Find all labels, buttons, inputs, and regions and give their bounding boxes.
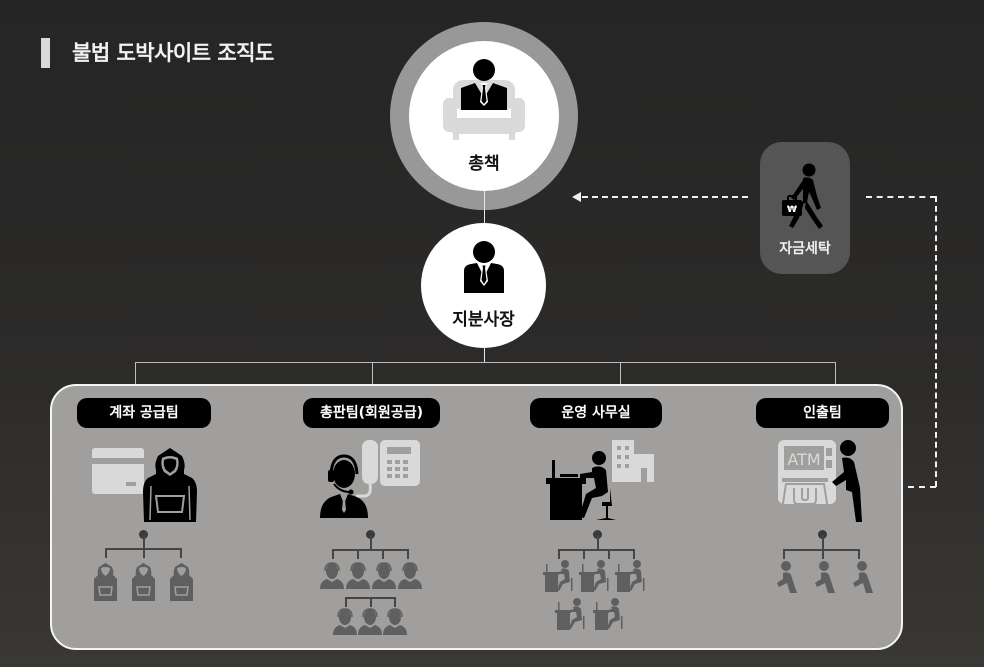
org-line [382,549,384,559]
headset-operator-icon [372,562,396,589]
desk-worker-icon [555,598,585,630]
desk-worker-icon [579,560,609,592]
connector-boss-teams [484,348,485,362]
team-distributor-label: 총판팀(회원공급) [303,398,440,428]
org-line [143,535,145,549]
org-dot [139,530,148,539]
dashed-flow-from-withdrawal [908,486,936,488]
org-line [858,549,860,559]
org-line [357,549,359,559]
org-line [180,548,182,558]
org-line [332,549,409,551]
org-line [822,535,824,549]
account-team-members [93,563,194,601]
distributor-team-members-row2 [333,608,407,635]
org-line [105,548,107,558]
org-line [558,549,560,559]
title-accent-bar [41,38,50,68]
headset-operator-icon [398,562,422,589]
svg-text:ATM: ATM [787,450,820,469]
page-title: 불법 도박사이트 조직도 [72,41,274,65]
businessman-icon [463,241,505,293]
org-dot [818,530,827,539]
withdrawal-team-members [777,561,875,593]
headset-operator-icon [383,608,407,635]
teams-branch-line [135,362,835,363]
org-line [558,549,634,551]
org-line [332,549,334,559]
hooded-person-icon [94,563,117,601]
org-line [394,597,396,607]
desk-worker-icon [593,598,623,630]
org-line [608,549,610,559]
hooded-person-icon [170,563,193,601]
org-line [633,549,635,559]
org-line [783,549,860,551]
team-operations-office-label: 운영 사무실 [530,398,662,428]
money-laundering-label: 자금세탁 [779,241,831,257]
desk-worker-icon [543,560,573,592]
org-dot [366,530,375,539]
branch-drop-3 [620,362,621,385]
dashed-flow-to-ceo [582,196,748,198]
ceo-label: 총책 [468,154,500,174]
org-line [345,597,347,607]
org-line [370,535,372,549]
walking-person-icon [815,561,835,593]
org-line [822,549,824,559]
office-worker-at-desk-icon [546,440,656,522]
operations-team-members-row2 [555,596,627,630]
dashed-flow-vertical [935,196,937,487]
svg-text:₩: ₩ [787,205,797,215]
branch-drop-1 [135,362,136,385]
walking-person-icon [777,561,797,593]
atm-withdrawal-person-icon: ATM [776,440,868,524]
branch-drop-2 [372,362,373,385]
headset-operator-icon [333,608,357,635]
arrow-left-icon [572,192,581,202]
org-line [370,597,372,607]
team-withdrawal-label: 인출팀 [756,398,889,428]
dashed-flow-to-laundering [866,196,936,198]
org-line [783,549,785,559]
headset-operator-icon [320,562,344,589]
hooded-person-icon [132,563,155,601]
team-account-supply-label: 계좌 공급팀 [77,398,211,428]
desk-worker-icon [615,560,645,592]
headset-operator-and-phone-icon [320,440,422,520]
org-line [143,548,145,558]
org-dot [593,530,602,539]
branch-drop-4 [835,362,836,385]
headset-operator-icon [346,562,370,589]
man-carrying-money-briefcase-icon: ₩ [781,162,829,230]
org-line [583,549,585,559]
walking-person-icon [853,561,873,593]
boss-label: 지분사장 [452,310,515,330]
headset-operator-icon [358,608,382,635]
connector-ceo-boss [484,191,485,224]
executive-in-armchair-icon [443,58,525,140]
distributor-team-members-row1 [320,562,422,589]
bank-card-and-hooded-person-icon [92,446,198,526]
org-line [597,535,599,549]
org-line [407,549,409,559]
operations-team-members-row1 [543,558,649,592]
